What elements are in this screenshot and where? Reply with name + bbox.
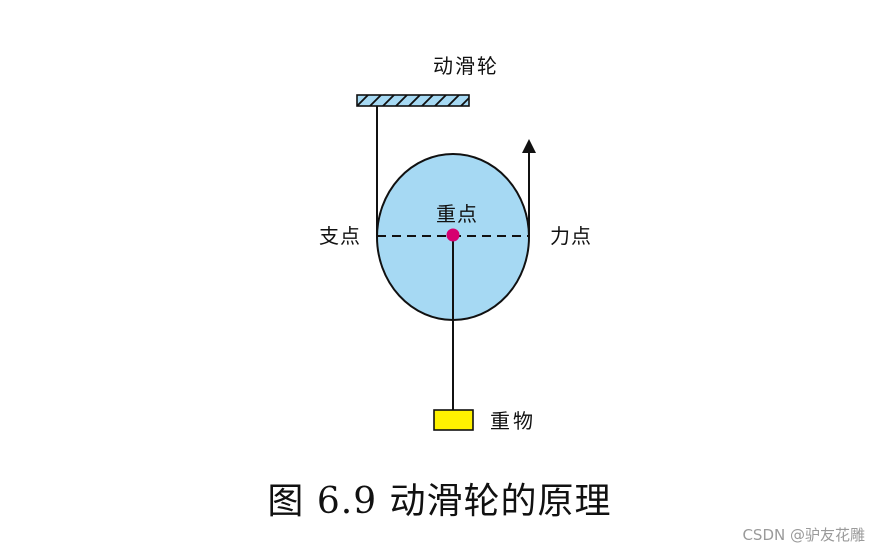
figure-caption: 图 6.9 动滑轮的原理 (267, 481, 612, 522)
ceiling-support (356, 94, 470, 107)
weight-label: 重物 (490, 409, 536, 433)
effort-label: 力点 (550, 224, 592, 248)
watermark: CSDN @驴友花雕 (742, 526, 865, 544)
center-dot (446, 228, 460, 242)
fulcrum-label: 支点 (319, 224, 361, 248)
ceiling-bar (356, 94, 470, 107)
weight-block (433, 409, 474, 431)
ceiling-hatching (357, 95, 469, 106)
diagram-title: 动滑轮 (433, 54, 499, 78)
center-label: 重点 (436, 202, 478, 226)
pull-arrow-icon (522, 139, 536, 153)
